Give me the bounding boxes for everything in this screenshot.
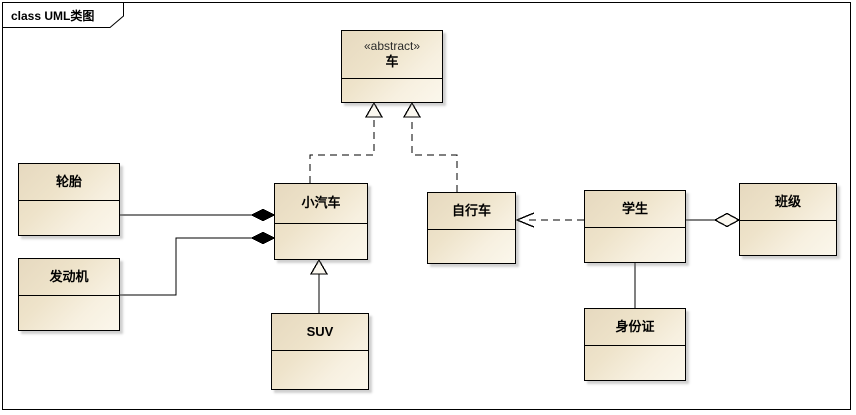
class-box-banji[interactable]: 班级 — [739, 183, 837, 256]
diagram-frame — [2, 2, 851, 410]
class-name-luntai: 轮胎 — [55, 173, 82, 189]
class-box-luntai[interactable]: 轮胎 — [18, 163, 120, 236]
class-box-che[interactable]: «abstract» 车 — [341, 30, 443, 103]
class-name-compartment: 学生 — [585, 191, 685, 228]
class-name-xuesheng: 学生 — [621, 200, 648, 216]
class-box-xiaoqiche[interactable]: 小汽车 — [274, 183, 368, 260]
class-box-fadongji[interactable]: 发动机 — [18, 258, 120, 331]
class-name-compartment: SUV — [272, 314, 368, 351]
class-name-che: 车 — [385, 53, 399, 69]
class-name-suv: SUV — [306, 323, 334, 339]
class-name-compartment: 发动机 — [19, 259, 119, 296]
class-name-banji: 班级 — [774, 193, 801, 209]
class-name-zixingche: 自行车 — [451, 202, 491, 218]
class-name-compartment: 自行车 — [428, 193, 515, 230]
class-stereotype-che: «abstract» — [363, 38, 421, 53]
frame-tab-shape — [2, 2, 124, 28]
class-box-suv[interactable]: SUV — [271, 313, 369, 390]
diagram-frame-tab: class UML类图 — [2, 2, 124, 28]
class-name-compartment: 小汽车 — [275, 184, 367, 224]
class-box-xuesheng[interactable]: 学生 — [584, 190, 686, 263]
class-box-shenfenzheng[interactable]: 身份证 — [584, 308, 686, 381]
class-name-compartment: 轮胎 — [19, 164, 119, 201]
class-name-compartment: 班级 — [740, 184, 836, 221]
diagram-title: class UML类图 — [11, 9, 95, 23]
class-name-shenfenzheng: 身份证 — [615, 318, 655, 334]
class-name-fadongji: 发动机 — [49, 268, 89, 284]
class-name-compartment: «abstract» 车 — [342, 31, 442, 79]
class-name-compartment: 身份证 — [585, 309, 685, 346]
class-box-zixingche[interactable]: 自行车 — [427, 192, 516, 264]
class-name-xiaoqiche: 小汽车 — [301, 195, 341, 211]
